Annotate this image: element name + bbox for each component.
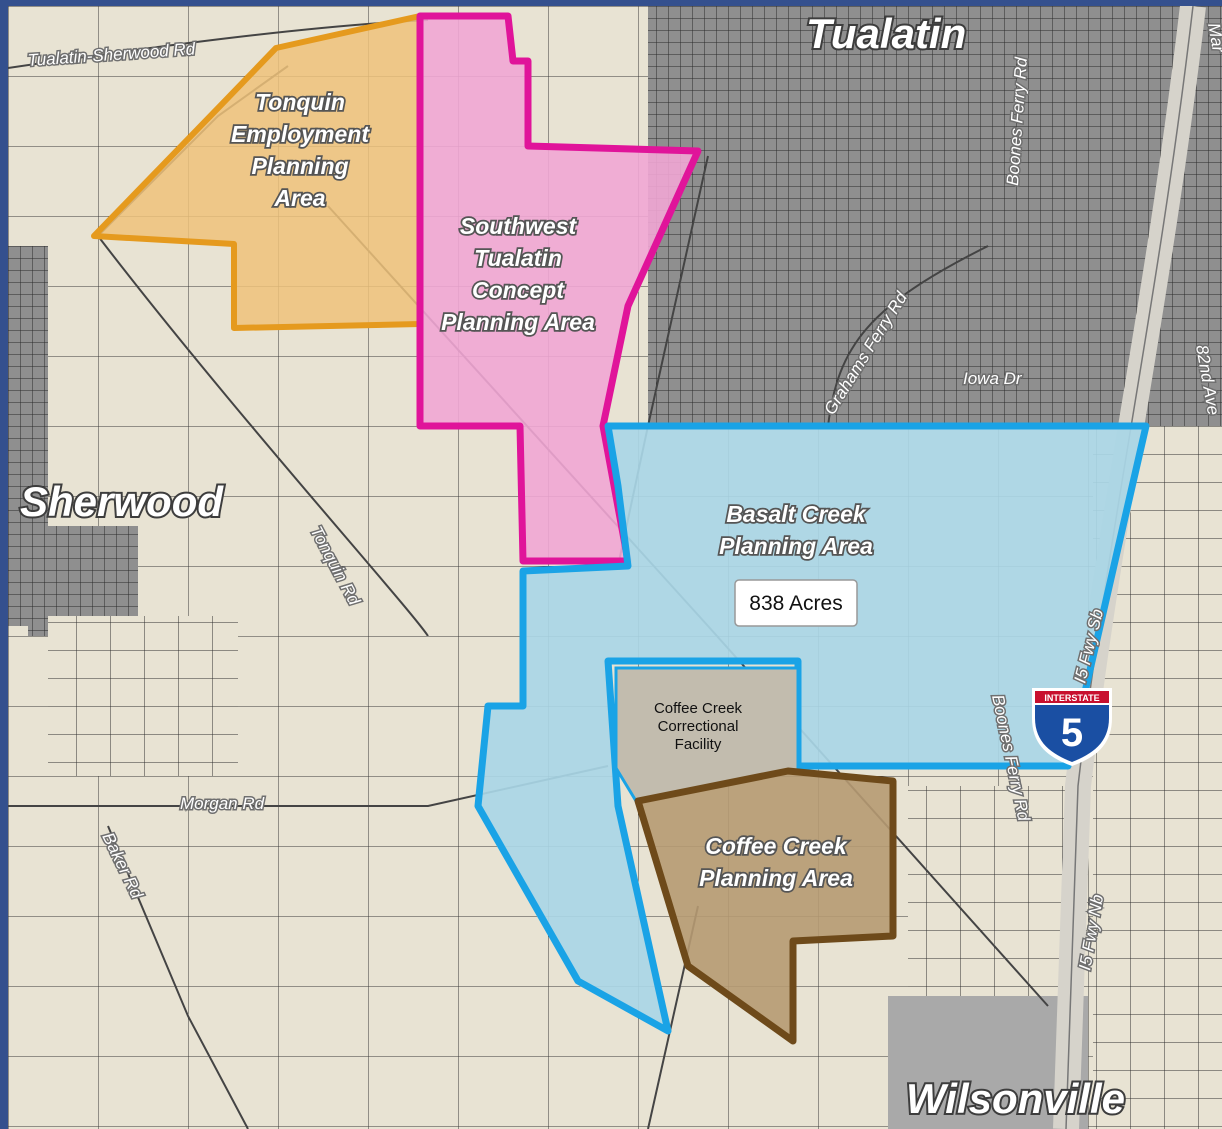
svg-text:5: 5 bbox=[1061, 711, 1083, 755]
svg-text:Coffee Creek: Coffee Creek bbox=[705, 833, 848, 859]
road-label-iowa: Iowa Dr bbox=[963, 369, 1023, 388]
svg-text:Correctional: Correctional bbox=[658, 718, 739, 735]
svg-text:Tonquin: Tonquin bbox=[255, 89, 345, 115]
coffee-creek-area[interactable] bbox=[634, 767, 897, 1045]
label-tonquin-employment: Tonquin Employment Planning Area bbox=[229, 87, 372, 213]
svg-text:Tualatin: Tualatin bbox=[474, 245, 562, 271]
city-label-sherwood: Sherwood bbox=[20, 478, 224, 525]
urban-areas bbox=[8, 6, 1222, 1129]
southwest-tualatin-area[interactable] bbox=[416, 12, 702, 565]
label-coffee-creek-facility: Coffee Creek Correctional Facility bbox=[654, 700, 743, 753]
city-label-wilsonville: Wilsonville bbox=[906, 1075, 1125, 1122]
label-basalt-creek: Basalt Creek Planning Area bbox=[717, 499, 874, 561]
svg-text:Basalt Creek: Basalt Creek bbox=[726, 501, 867, 527]
svg-text:Southwest: Southwest bbox=[460, 213, 578, 239]
label-coffee-creek: Coffee Creek Planning Area bbox=[697, 831, 854, 893]
svg-text:Planning Area: Planning Area bbox=[719, 533, 873, 559]
svg-text:Planning: Planning bbox=[251, 153, 348, 179]
label-southwest-tualatin: Southwest Tualatin Concept Planning Area bbox=[439, 211, 596, 337]
acres-callout: 838 Acres bbox=[734, 579, 858, 627]
map-canvas[interactable]: Tualatin Sherwood Wilsonville Tualatin-S… bbox=[8, 6, 1222, 1129]
svg-text:838 Acres: 838 Acres bbox=[749, 592, 842, 615]
city-label-tualatin: Tualatin bbox=[806, 10, 966, 57]
svg-text:Planning Area: Planning Area bbox=[441, 309, 595, 335]
map-svg: Tualatin Sherwood Wilsonville Tualatin-S… bbox=[8, 6, 1222, 1129]
interstate-5-shield-icon: INTERSTATE 5 bbox=[1032, 688, 1112, 766]
svg-text:Area: Area bbox=[273, 185, 325, 211]
svg-text:Planning Area: Planning Area bbox=[699, 865, 853, 891]
basalt-creek-area[interactable] bbox=[474, 422, 1150, 1035]
svg-text:Facility: Facility bbox=[675, 736, 722, 753]
svg-text:Coffee Creek: Coffee Creek bbox=[654, 700, 743, 717]
svg-text:Concept: Concept bbox=[472, 277, 565, 303]
svg-text:Employment: Employment bbox=[231, 121, 370, 147]
road-label-morgan: Morgan Rd bbox=[180, 794, 265, 813]
svg-text:INTERSTATE: INTERSTATE bbox=[1044, 693, 1099, 703]
